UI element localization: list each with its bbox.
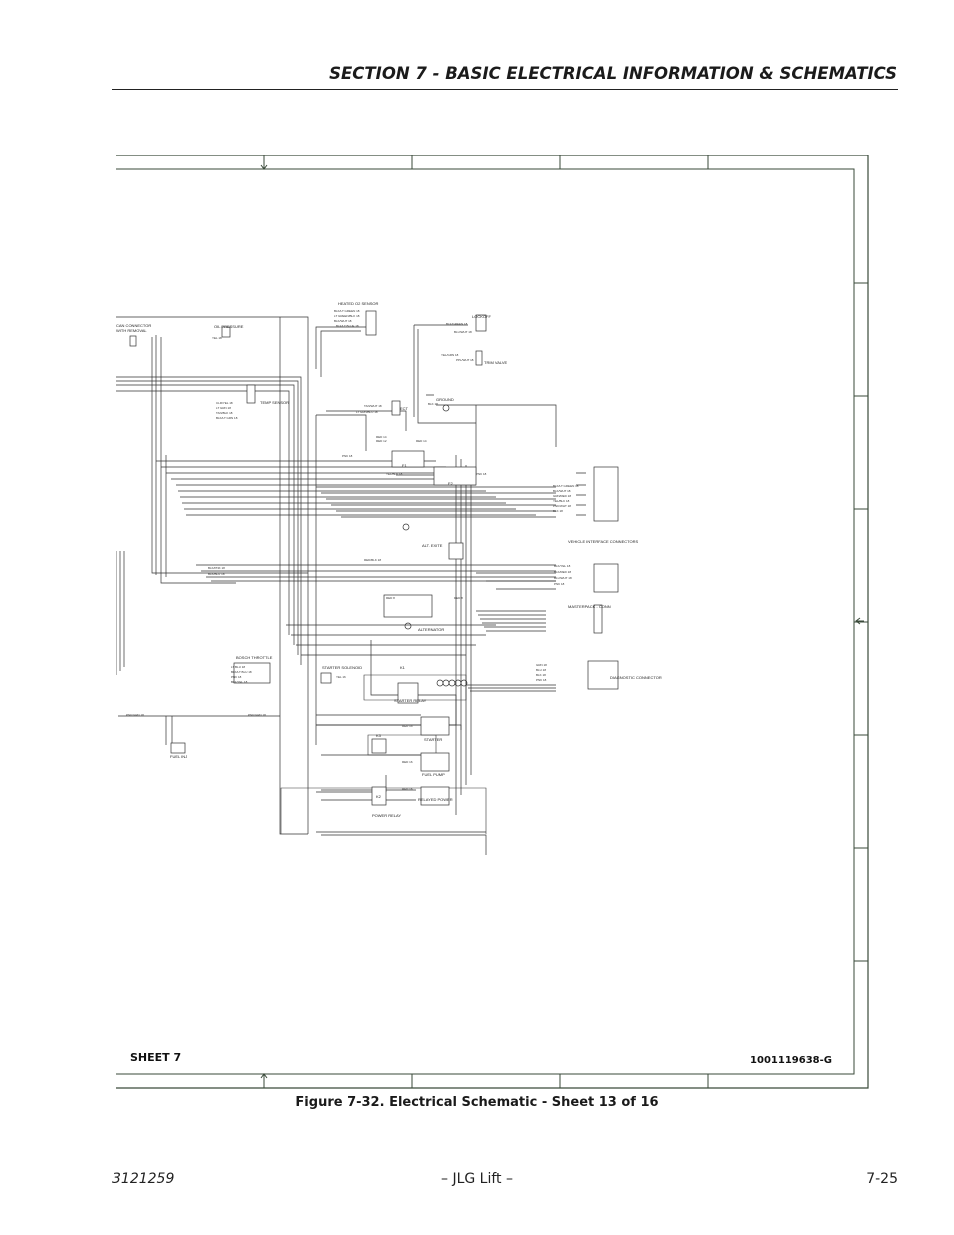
label-fuel-inj: FUEL INJ — [170, 754, 187, 759]
svg-text:BLK/LT BLUE 18: BLK/LT BLUE 18 — [336, 324, 359, 328]
svg-text:YEL/BLK 18: YEL/BLK 18 — [553, 499, 570, 503]
component-labels: HEATED O2 SENSOR LOCKOFF TRIM VALVE OIL … — [116, 301, 662, 818]
svg-text:PNK 18: PNK 18 — [342, 454, 353, 458]
svg-text:RED 8: RED 8 — [454, 596, 463, 600]
svg-text:RED 12: RED 12 — [376, 439, 387, 443]
svg-text:BLK/YEL 18: BLK/YEL 18 — [554, 564, 571, 568]
label-ect: ECT — [400, 406, 409, 411]
header-rule — [112, 89, 898, 90]
label-starter: STARTER — [424, 737, 442, 742]
label-with-removal: WITH REMOVAL — [116, 328, 147, 333]
svg-text:YEL/GRN 18: YEL/GRN 18 — [441, 353, 459, 357]
label-can-connector: CAN CONNECTOR — [116, 323, 151, 328]
svg-text:BLK 18: BLK 18 — [536, 673, 546, 677]
svg-text:BLK/LT GREEN 18: BLK/LT GREEN 18 — [334, 309, 360, 313]
label-bosch-throttle: BOSCH THROTTLE — [236, 655, 273, 660]
label-relayed-power: RELAYED POWER — [418, 797, 453, 802]
svg-text:PNK/GRN 18: PNK/GRN 18 — [126, 713, 144, 717]
svg-text:PNK/GRN 18: PNK/GRN 18 — [248, 713, 266, 717]
label-k2: K2 — [376, 794, 382, 799]
svg-text:PNK 18: PNK 18 — [554, 582, 565, 586]
label-trim-valve: TRIM VALVE — [484, 360, 508, 365]
svg-text:PNK/WHT 18: PNK/WHT 18 — [553, 504, 571, 508]
label-master-pack: MASTERPACK - CONN — [568, 604, 611, 609]
svg-text:BLK/PNK 18: BLK/PNK 18 — [208, 566, 225, 570]
svg-text:BLK/BLU 18: BLK/BLU 18 — [208, 572, 225, 576]
label-oil-pressure: OIL PRESSURE — [214, 324, 244, 329]
svg-text:RED 14: RED 14 — [416, 439, 427, 443]
svg-text:BLK/WHT 18: BLK/WHT 18 — [553, 489, 571, 493]
svg-text:BLK 18: BLK 18 — [553, 509, 563, 513]
label-k1: K1 — [400, 665, 406, 670]
svg-text:BLK/YEL 18: BLK/YEL 18 — [231, 680, 248, 684]
connector-blocks — [129, 310, 619, 806]
svg-text:RED 14: RED 14 — [376, 435, 387, 439]
svg-text:BLU/WHT 18: BLU/WHT 18 — [454, 330, 472, 334]
svg-text:PNK 18: PNK 18 — [536, 678, 547, 682]
wire-tags: BLK/LT GREEN 18 LT GREEN/BLK 18 BLK/WHT … — [126, 309, 579, 791]
schematic-sheet: BLK/LT GREEN 18 LT GREEN/BLK 18 BLK/WHT … — [116, 155, 869, 1089]
label-temp-sensor: TEMP SENSOR — [260, 400, 289, 405]
label-f2: F2 — [448, 481, 453, 486]
svg-text:RED 16: RED 16 — [402, 787, 413, 791]
footer-doc-number: 3121259 — [112, 1171, 175, 1187]
label-starter-relay: STARTER RELAY — [394, 698, 427, 703]
svg-text:TAN/BLK 18: TAN/BLK 18 — [216, 411, 233, 415]
figure-caption: Figure 7-32. Electrical Schematic - Shee… — [295, 1095, 659, 1110]
footer-page-number: 7-25 — [866, 1171, 898, 1187]
svg-text:PNK 18: PNK 18 — [476, 472, 487, 476]
label-f1: F1 — [402, 463, 407, 468]
svg-text:BLU 18: BLU 18 — [536, 668, 546, 672]
svg-text:LT GREEN/BLK 18: LT GREEN/BLK 18 — [334, 314, 360, 318]
svg-text:PNK 18: PNK 18 — [231, 675, 242, 679]
sheet-border — [116, 155, 869, 1089]
svg-text:RED 8: RED 8 — [386, 596, 395, 600]
label-heated-o2: HEATED O2 SENSOR — [338, 301, 378, 306]
svg-text:BLK/LT BLU 18: BLK/LT BLU 18 — [231, 670, 252, 674]
svg-text:RED/BLK 18: RED/BLK 18 — [364, 558, 381, 562]
label-fuel-pump: FUEL PUMP — [422, 772, 445, 777]
ground-symbols — [402, 404, 468, 687]
wiring — [116, 316, 586, 855]
section-title: SECTION 7 - BASIC ELECTRICAL INFORMATION… — [329, 64, 897, 83]
label-diagnostic: DIAGNOSTIC CONNECTOR — [610, 675, 662, 680]
svg-text:YEL/BLK 18: YEL/BLK 18 — [386, 472, 403, 476]
svg-text:BLK/RED 18: BLK/RED 18 — [554, 570, 571, 574]
footer-publisher: – JLG Lift – — [441, 1171, 513, 1187]
svg-text:LT GRN 18: LT GRN 18 — [216, 406, 231, 410]
label-power-relay: POWER RELAY — [372, 813, 401, 818]
svg-text:BLK/GREEN 18: BLK/GREEN 18 — [446, 322, 468, 326]
label-lockoff: LOCKOFF — [472, 314, 491, 319]
svg-text:LT BLU 18: LT BLU 18 — [231, 665, 245, 669]
svg-text:BLK/LT GREEN 18: BLK/LT GREEN 18 — [553, 484, 579, 488]
svg-text:GRN/RED 18: GRN/RED 18 — [553, 494, 571, 498]
svg-text:BLK/LT GRN 18: BLK/LT GRN 18 — [216, 416, 238, 420]
svg-text:BLK 18: BLK 18 — [428, 402, 438, 406]
sheet-label: SHEET 7 — [130, 1051, 181, 1064]
svg-text:GRN 18: GRN 18 — [536, 663, 547, 667]
label-alternator: ALTERNATOR — [418, 627, 444, 632]
label-alt-exite: ALT. EXITE — [422, 543, 443, 548]
svg-text:RED 14: RED 14 — [402, 724, 413, 728]
svg-text:LT GRN/BLU 18: LT GRN/BLU 18 — [356, 410, 378, 414]
svg-text:CLR/YEL 18: CLR/YEL 18 — [216, 401, 233, 405]
svg-text:RED 16: RED 16 — [402, 760, 413, 764]
label-vehicle-interface: VEHICLE INTERFACE CONNECTORS — [568, 539, 638, 544]
svg-text:BLU/WHT 18: BLU/WHT 18 — [554, 576, 572, 580]
svg-text:TAN/WHT 18: TAN/WHT 18 — [364, 404, 382, 408]
label-starter-solenoid: STARTER SOLENOID — [322, 665, 362, 670]
svg-text:YEL 16: YEL 16 — [336, 675, 346, 679]
label-ground: GROUND — [436, 397, 454, 402]
svg-text:BLK/WHT 18: BLK/WHT 18 — [334, 319, 352, 323]
svg-text:YEL 18: YEL 18 — [212, 336, 222, 340]
svg-text:PPL/WHT 18: PPL/WHT 18 — [456, 358, 474, 362]
label-k3: K3 — [376, 733, 382, 738]
drawing-number: 1001119638-G — [750, 1055, 832, 1066]
